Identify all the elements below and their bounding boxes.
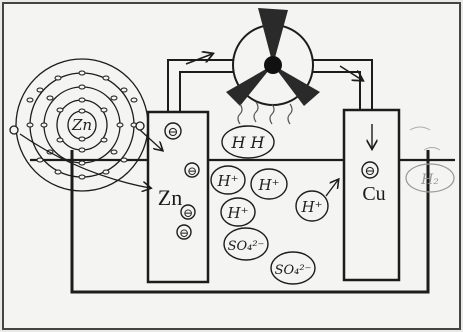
- svg-text:SO₄²⁻: SO₄²⁻: [275, 263, 312, 278]
- hydrogen-ion-2: H⁺: [251, 169, 287, 199]
- sulfate-ion-1: SO₄²⁻: [224, 228, 268, 260]
- svg-text:⊖: ⊖: [187, 164, 197, 178]
- svg-text:H⁺: H⁺: [258, 176, 280, 194]
- svg-text:H H: H H: [231, 133, 266, 152]
- svg-text:H₂: H₂: [420, 172, 439, 188]
- svg-text:⊖: ⊖: [183, 206, 193, 220]
- atom-nucleus-label: Zn: [71, 116, 92, 134]
- valence-electron-right: [136, 122, 144, 130]
- hydrogen-molecule: H H: [222, 126, 274, 158]
- copper-electron: ⊖: [362, 162, 378, 179]
- svg-text:H⁺: H⁺: [227, 204, 249, 222]
- valence-electron-left: [10, 126, 18, 134]
- svg-text:⊖: ⊖: [179, 226, 189, 240]
- svg-text:⊖: ⊖: [168, 125, 179, 140]
- sulfate-ion-2: SO₄²⁻: [271, 252, 315, 284]
- svg-text:H⁺: H⁺: [217, 172, 239, 190]
- copper-electrode-label: Cu: [362, 183, 385, 205]
- svg-text:H⁺: H⁺: [301, 198, 323, 216]
- svg-text:SO₄²⁻: SO₄²⁻: [228, 239, 265, 254]
- zinc-electrode-label: Zn: [158, 185, 182, 210]
- svg-text:⊖: ⊖: [365, 164, 376, 179]
- hydrogen-ion-4: H⁺: [296, 191, 328, 221]
- hydrogen-ion-1: H⁺: [211, 166, 245, 194]
- hydrogen-ion-3: H⁺: [221, 198, 255, 226]
